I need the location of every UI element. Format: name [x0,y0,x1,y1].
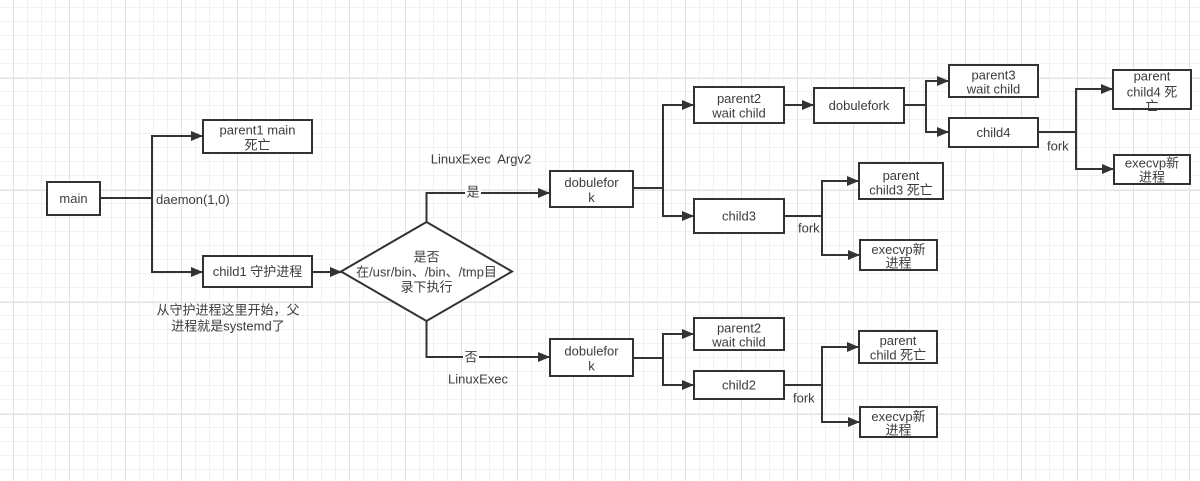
node-dobulefork-bottom: dobulefor k [549,338,634,377]
node-execvp-child4: execvp新 进程 [1113,154,1191,185]
node-parent-child4: parent child4 死 亡 [1112,69,1192,114]
label-yes: 是 [465,185,481,201]
connector-child4-to-execvp [1075,132,1114,174]
node-dobulefork-bottom-line2: k [588,359,595,374]
node-child4-label: child4 [977,125,1011,140]
label-yes-branch-title: LinuxExec Argv2 [431,152,531,167]
node-execvp-child3: execvp新 进程 [859,239,938,271]
node-parent2-top-line1: parent2 [717,91,761,106]
node-parent1-line1: parent1 main [220,123,296,138]
connector-dobulefork-second-to-parent3 [904,76,949,106]
label-no-text: 否 [464,350,477,365]
node-decision-line2: 在/usr/bin、/bin、/tmp目 [356,265,497,280]
label-note: 从守护进程这里开始，父 进程就是systemd了 [156,303,299,334]
node-execvp-child2: execvp新 进程 [859,406,938,438]
node-main-label: main [59,191,87,206]
node-execvp-child4-line1: execvp新 [1125,156,1179,171]
node-decision: 是否 在/usr/bin、/bin、/tmp目 录下执行 [339,220,514,323]
node-child4: child4 [948,117,1039,148]
node-child2-label: child2 [722,378,756,393]
node-dobulefork-bottom-line1: dobulefor [564,344,619,359]
node-execvp-child2-line1: execvp新 [871,409,925,424]
connector-dobulefork-top-to-parent2 [633,100,694,189]
connector-dobulefork-second-to-child4 [925,105,949,137]
connector-decision-yes [425,188,550,222]
node-child1: child1 守护进程 [202,255,313,288]
node-dobulefork-second-label: dobulefork [829,98,890,113]
node-parent-child4-line3: 亡 [1145,99,1158,114]
connector-child2-to-execvp [821,385,860,427]
node-parent-child2: parent child 死亡 [858,330,938,364]
connector-main-to-child1 [151,198,203,277]
label-daemon: daemon(1,0) [156,192,230,207]
node-parent3-line1: parent3 [971,68,1015,83]
connector-dobulefork-top-to-child3 [662,188,694,221]
connector-child2-to-parent [784,342,859,386]
node-parent-child3: parent child3 死亡 [858,162,944,200]
connector-child3-to-execvp [821,216,860,260]
node-parent-child2-line2: child 死亡 [870,348,926,363]
label-note-line1: 从守护进程这里开始，父 [156,303,299,318]
connector-decision-no [425,321,550,362]
connector-main-to-parent1 [100,131,203,199]
node-parent3-line2: wait child [966,82,1020,97]
node-decision-line1: 是否 [413,250,439,265]
node-dobulefork-second: dobulefork [813,87,905,124]
node-parent2-top-line2: wait child [711,106,765,121]
node-parent2-bottom-line2: wait child [711,335,765,350]
connector-child3-to-parent [784,176,859,217]
node-parent-child2-line1: parent [880,333,917,348]
node-child1-label: child1 守护进程 [213,264,303,279]
label-yes-text: 是 [466,185,479,200]
label-fork-child2: fork [793,391,815,406]
connector-dobulefork-bottom-to-parent2 [633,329,694,359]
connector-dobulefork-bottom-to-child2 [662,358,694,390]
connector-child4-to-parent [1038,84,1113,133]
node-child3: child3 [693,198,785,234]
node-parent3: parent3 wait child [948,64,1039,98]
node-parent-child3-line2: child3 死亡 [869,183,933,198]
label-note-line2: 进程就是systemd了 [171,319,284,334]
node-execvp-child3-line1: execvp新 [871,242,925,257]
node-parent-child4-line2: child4 死 [1127,85,1178,100]
node-parent2-bottom: parent2 wait child [693,317,785,351]
node-parent2-top: parent2 wait child [693,86,785,124]
node-execvp-child2-line2: 进程 [885,423,911,438]
node-dobulefork-top-line1: dobulefor [564,175,619,190]
node-parent1: parent1 main 死亡 [202,119,313,154]
node-dobulefork-top: dobulefor k [549,170,634,208]
node-parent-child3-line1: parent [883,168,920,183]
node-decision-line3: 录下执行 [400,280,452,295]
node-execvp-child4-line2: 进程 [1139,170,1165,185]
node-dobulefork-top-line2: k [588,190,595,205]
label-fork-child3: fork [798,221,820,236]
label-no-branch-title: LinuxExec [448,372,508,387]
label-no: 否 [463,349,479,365]
node-parent2-bottom-line1: parent2 [717,321,761,336]
node-execvp-child3-line2: 进程 [885,256,911,271]
node-child3-label: child3 [722,209,756,224]
label-fork-child4: fork [1047,139,1069,154]
node-parent-child4-line1: parent [1134,69,1171,84]
node-main: main [46,181,101,216]
node-parent1-line2: 死亡 [244,138,270,153]
node-child2: child2 [693,370,785,400]
